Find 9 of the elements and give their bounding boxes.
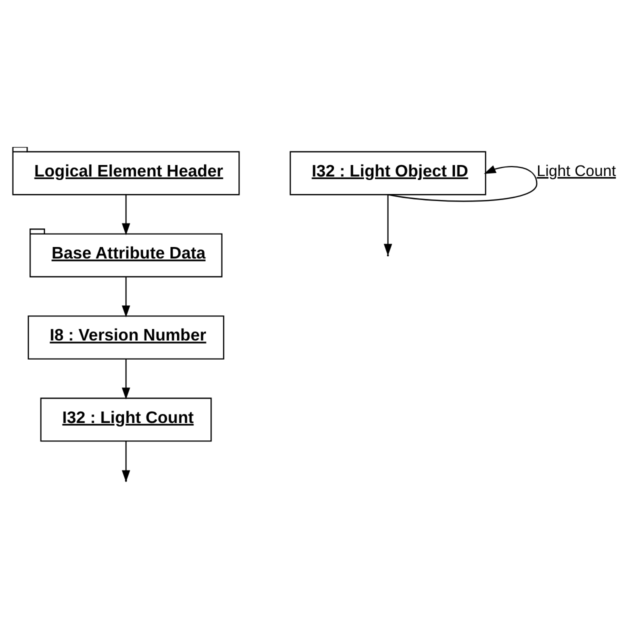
node-box: I8 : Version Number (28, 315, 224, 360)
arrow (122, 194, 130, 236)
arrow (122, 277, 130, 318)
node-box: I32 : Light Count (40, 398, 212, 442)
arrow (122, 359, 130, 400)
arrow (384, 194, 392, 256)
node-box: I32 : Light Object ID (290, 151, 486, 196)
edge-label: Light Count (536, 163, 616, 180)
arrow (388, 165, 538, 202)
